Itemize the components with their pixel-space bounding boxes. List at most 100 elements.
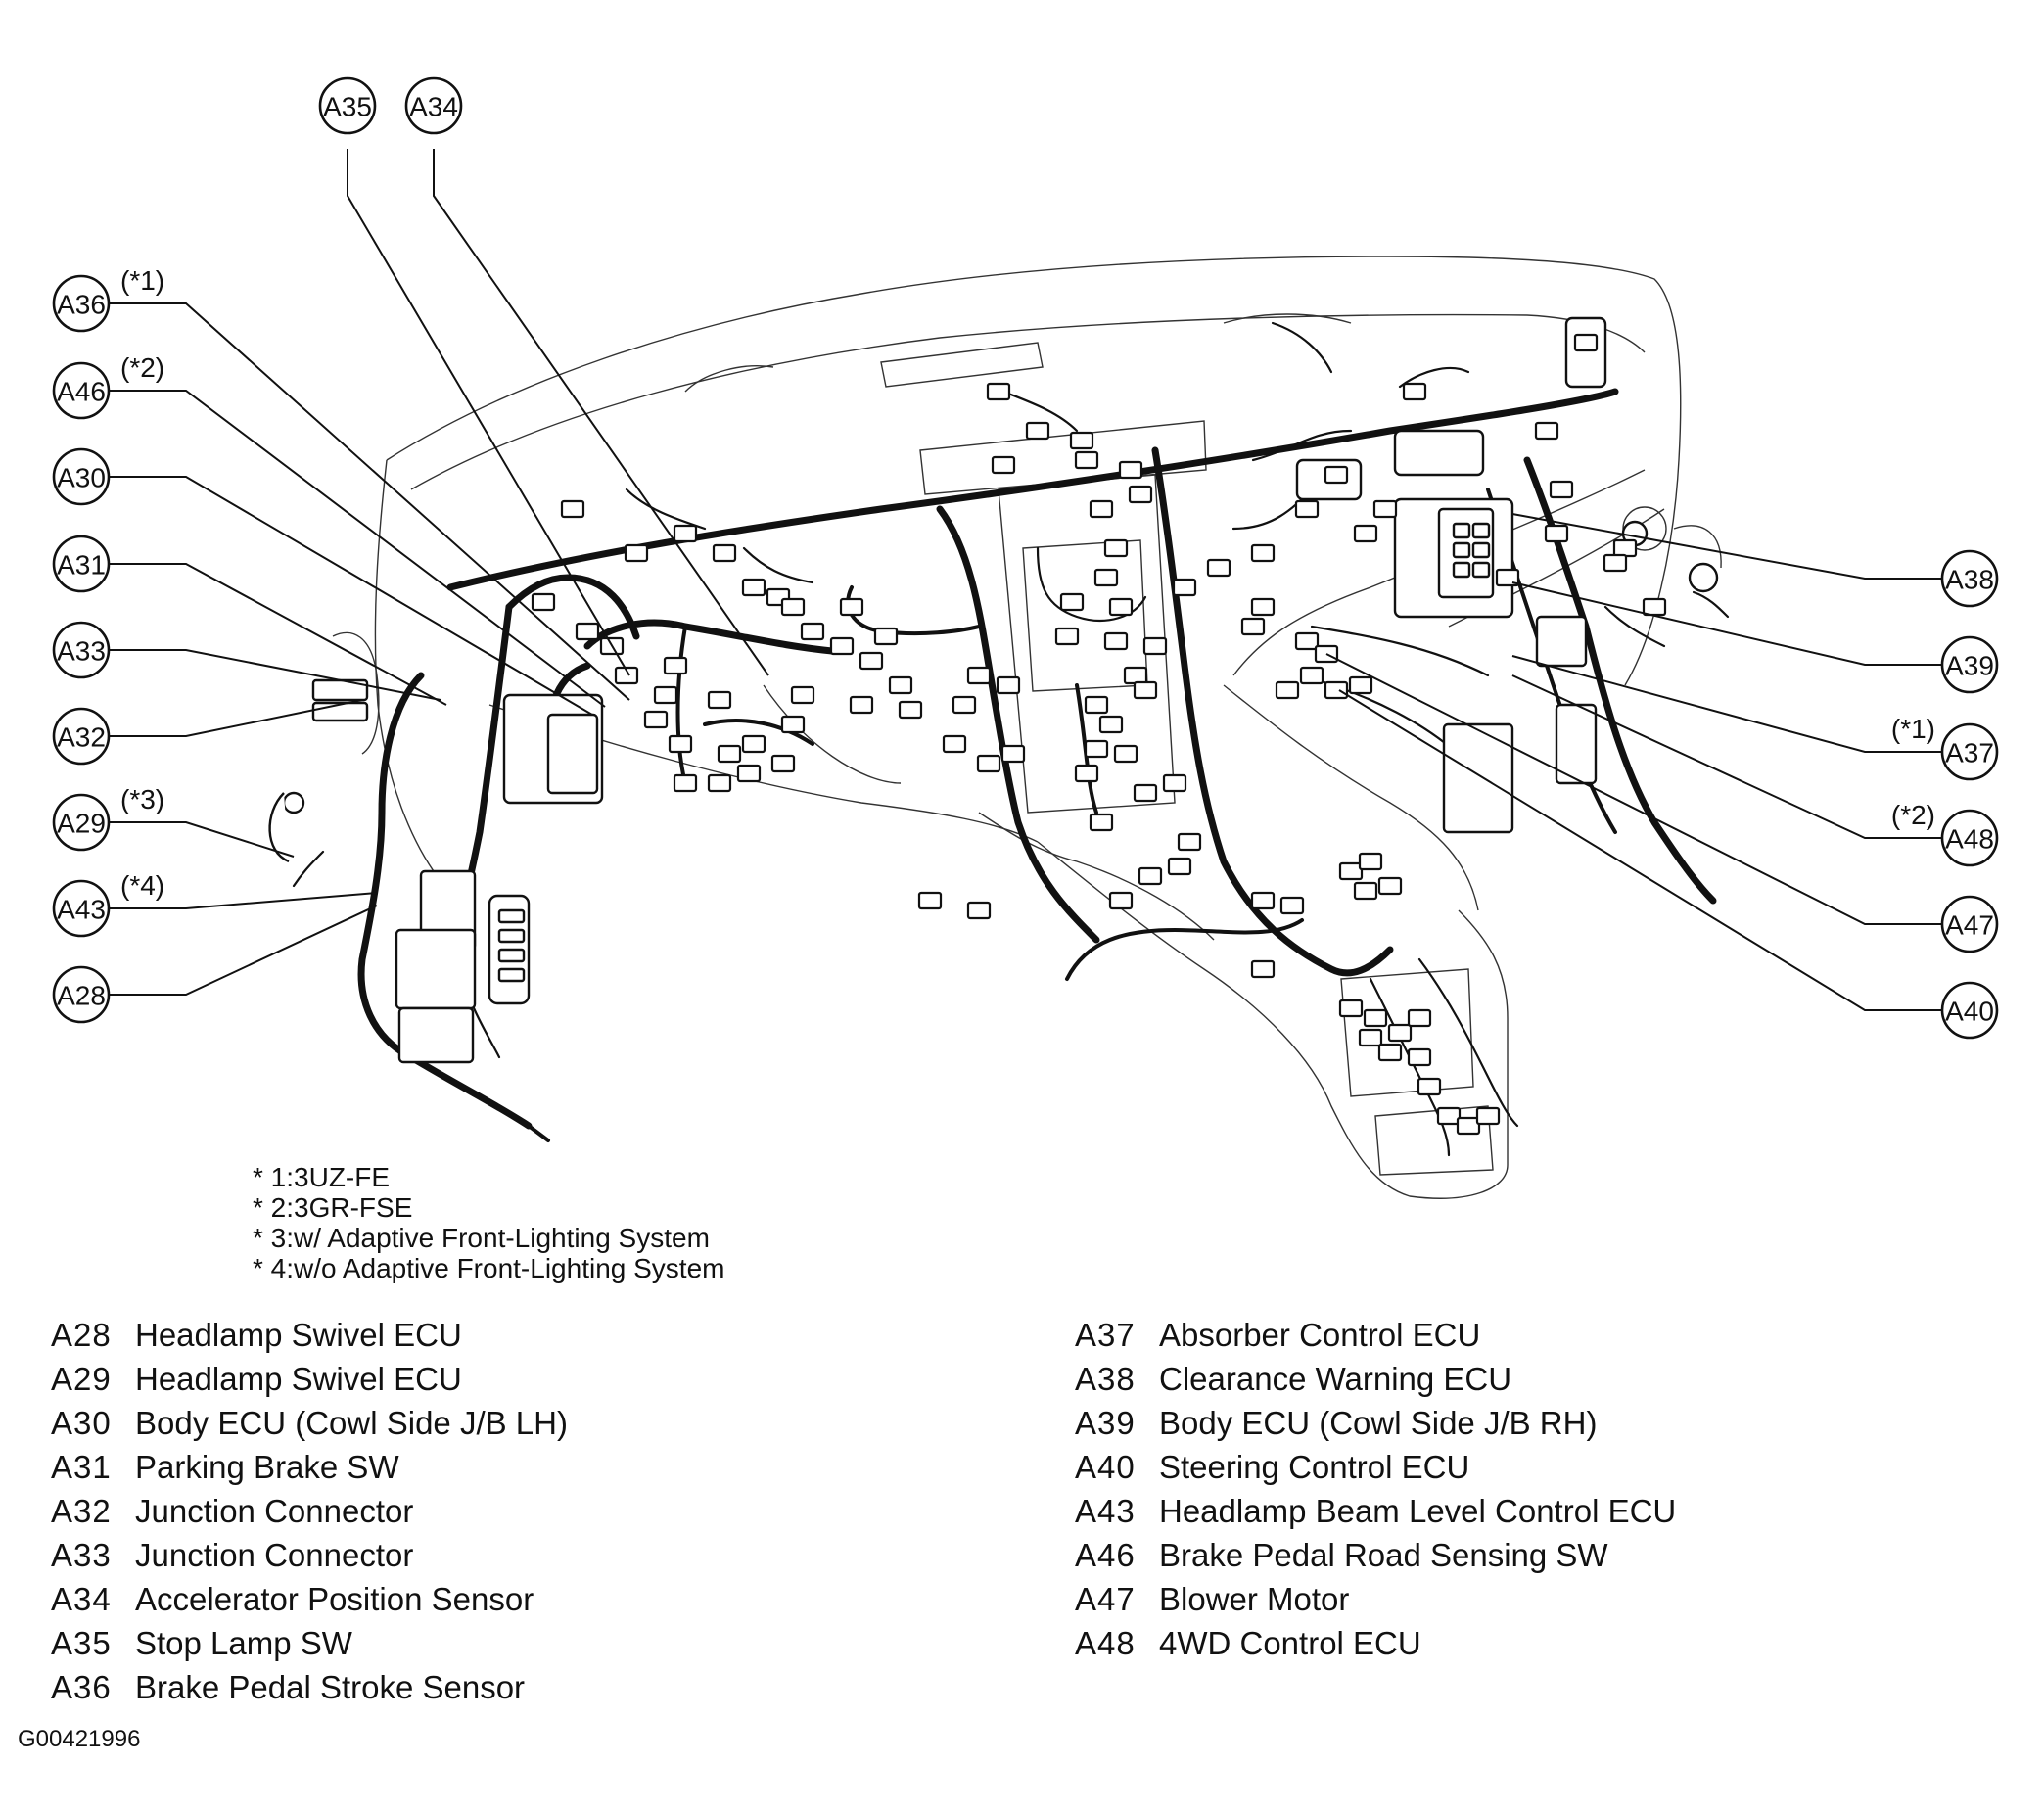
connector [986,382,1011,401]
connector [1098,715,1124,734]
connector [1603,553,1628,573]
legend-name: Blower Motor [1159,1581,1350,1617]
callout-a38: A38 [1940,549,1999,608]
callout-circle [1940,981,1999,1040]
connector [1177,832,1202,852]
connector [1250,959,1276,979]
connector [849,695,874,715]
legend-code: A29 [51,1361,112,1397]
dashboard-outline [332,256,1722,1199]
legend-code: A47 [1075,1581,1136,1617]
callout-text: A48 [1945,824,1994,855]
connector [839,597,864,617]
engine-variant-notes: * 1:3UZ-FE * 2:3GR-FSE * 3:w/ Adaptive F… [253,1162,724,1283]
connector [673,524,698,543]
legend-code: A36 [51,1669,112,1705]
harness-wires [292,321,1730,1157]
connector [1123,666,1148,685]
callout-a40: A40 [1940,981,1999,1040]
legend-code: A39 [1075,1405,1136,1441]
callout-circle [318,76,377,135]
connector [1250,891,1276,910]
connector [1054,627,1080,646]
connector [1338,999,1364,1018]
legend-name: Headlamp Swivel ECU [135,1361,462,1397]
connector [1377,1043,1403,1062]
connector [673,773,698,793]
connector [1642,597,1667,617]
callout-circle [52,535,111,593]
legend-row: A47 Blower Motor [1075,1581,1676,1625]
legend-code: A43 [1075,1493,1136,1529]
connector [575,622,600,641]
callout-text: A33 [57,636,106,667]
connector [1113,744,1138,764]
callout-a35: A35 [318,76,377,135]
connector [942,734,967,754]
connector [1059,592,1085,612]
connector [1133,680,1158,700]
callout-circle [1940,809,1999,867]
variant-mark: (*1) [120,265,164,296]
callout-text: A31 [57,550,106,581]
connector [1294,631,1320,651]
connector [1074,450,1099,470]
connector [1084,695,1109,715]
legend-name: Headlamp Beam Level Control ECU [1159,1493,1677,1529]
legend-code: A46 [1075,1537,1136,1573]
legend-name: 4WD Control ECU [1159,1625,1421,1661]
legend-name: Brake Pedal Road Sensing SW [1159,1537,1608,1573]
callout-circle [52,707,111,766]
legend-name: Steering Control ECU [1159,1449,1470,1485]
connector [1299,666,1324,685]
callout-a37: A37(*1) [1891,714,1999,781]
callout-a28: A28 [52,965,111,1024]
legend-name: Parking Brake SW [135,1449,399,1485]
note-line: * 4:w/o Adaptive Front-Lighting System [253,1253,725,1283]
connector [780,715,806,734]
leader-lines [107,149,1943,1011]
legend-name: Absorber Control ECU [1159,1317,1481,1353]
callout-a31: A31 [52,535,111,593]
connector [707,690,732,710]
connector [1142,636,1168,656]
connector [829,636,855,656]
callout-text: A36 [57,290,106,320]
callout-a48: A48(*2) [1891,800,1999,867]
connector [1573,333,1599,352]
callout-a39: A39 [1940,635,1999,694]
callout-a47: A47 [1940,895,1999,953]
callout-text: A28 [57,981,106,1011]
legend-code: A33 [51,1537,112,1573]
connector [1279,896,1305,915]
connector [790,685,815,705]
connector [1324,465,1349,485]
connector [1475,1106,1501,1126]
connector [1000,744,1026,764]
connector [717,744,742,764]
legend-code: A28 [51,1317,112,1353]
callout-circle [1940,635,1999,694]
connector [653,685,678,705]
connector [1324,680,1349,700]
legend-row: A29 Headlamp Swivel ECU [51,1361,568,1405]
variant-mark: (*4) [120,870,164,901]
connector [1358,852,1383,871]
legend-code: A37 [1075,1317,1136,1353]
connector [1353,524,1378,543]
connector [1534,421,1559,441]
connector [1436,1106,1462,1126]
callout-circle [1940,722,1999,781]
connector [1069,431,1094,450]
connector [1206,558,1231,578]
variant-mark: (*1) [1891,714,1935,744]
connector [1103,631,1129,651]
connector [1138,866,1163,886]
connector [991,455,1016,475]
